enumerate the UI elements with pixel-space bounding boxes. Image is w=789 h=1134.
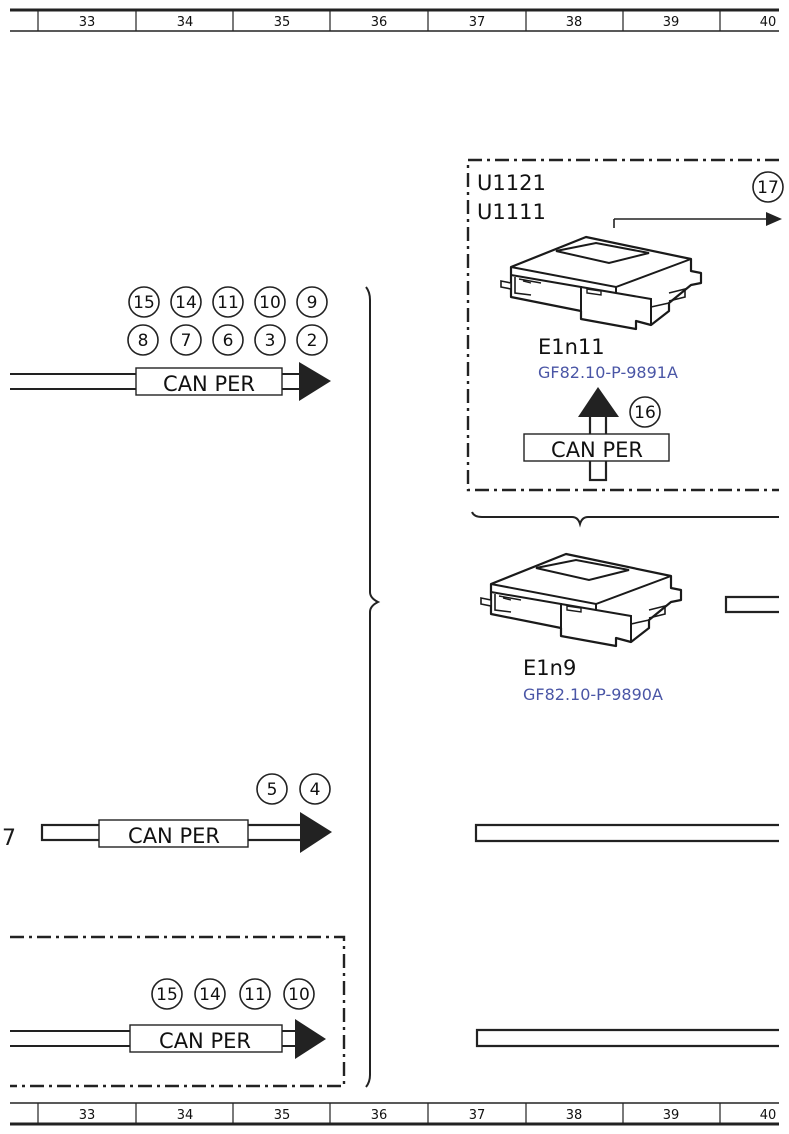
can-bus-label-bottom: CAN PER bbox=[159, 1029, 251, 1053]
device-ref-e1n11[interactable]: GF82.10-P-9891A bbox=[538, 363, 678, 382]
can-bus-label-mid: CAN PER bbox=[128, 824, 220, 848]
top-ruler-label-39: 39 bbox=[663, 15, 680, 30]
pin-label: 16 bbox=[634, 403, 656, 423]
bottom-ruler-label-39: 39 bbox=[663, 1108, 680, 1123]
mid-connector-pins: 5 4 bbox=[256, 773, 331, 805]
connector-16: 16 bbox=[629, 396, 661, 428]
pin-label: 15 bbox=[156, 985, 178, 1005]
can-bus-label-right: CAN PER bbox=[551, 438, 643, 462]
pin-label: 9 bbox=[307, 293, 318, 313]
pin-label: 5 bbox=[267, 780, 278, 800]
bottom-ruler-label-34: 34 bbox=[177, 1108, 194, 1123]
top-ruler-label-40: 40 bbox=[760, 15, 777, 30]
device-ref-e1n9[interactable]: GF82.10-P-9890A bbox=[523, 685, 663, 704]
bottom-ruler: 33 34 35 36 37 38 39 40 bbox=[10, 1102, 779, 1126]
top-ruler-label-38: 38 bbox=[566, 15, 583, 30]
device-name-e1n11: E1n11 bbox=[538, 335, 605, 359]
pin-label: 11 bbox=[244, 985, 266, 1005]
bottom-ruler-label-33: 33 bbox=[79, 1108, 96, 1123]
can-bus-arrow-bottom: CAN PER bbox=[10, 1019, 326, 1059]
bottom-ruler-label-35: 35 bbox=[274, 1108, 291, 1123]
pin-label: 17 bbox=[757, 178, 779, 198]
pin-label: 2 bbox=[307, 331, 318, 351]
pin-label: 14 bbox=[199, 985, 221, 1005]
can-bus-arrow-right: CAN PER bbox=[523, 387, 670, 482]
top-ruler-label-36: 36 bbox=[371, 15, 388, 30]
connector-17: 17 bbox=[752, 171, 784, 203]
device-name-e1n9: E1n9 bbox=[523, 656, 576, 680]
pin-label: 3 bbox=[265, 331, 276, 351]
edge-fragment-text: 7 bbox=[2, 826, 16, 851]
pin-label: 14 bbox=[175, 293, 197, 313]
module-label-u1121: U1121 bbox=[477, 171, 546, 195]
bottom-ruler-label-37: 37 bbox=[469, 1108, 486, 1123]
wire-stub-right-2 bbox=[474, 823, 779, 843]
bottom-ruler-label-38: 38 bbox=[566, 1108, 583, 1123]
top-ruler-label-34: 34 bbox=[177, 15, 194, 30]
wire-stub-right-1 bbox=[724, 595, 779, 614]
top-ruler-label-37: 37 bbox=[469, 15, 486, 30]
bottom-ruler-label-40: 40 bbox=[760, 1108, 777, 1123]
can-bus-arrow-mid: CAN PER bbox=[40, 812, 332, 853]
pin-label: 8 bbox=[138, 331, 149, 351]
horizontal-brace bbox=[471, 511, 779, 528]
wire-to-17 bbox=[613, 212, 782, 228]
pin-label: 10 bbox=[288, 985, 310, 1005]
module-label-u1111: U1111 bbox=[477, 200, 546, 224]
can-bus-label-top: CAN PER bbox=[163, 372, 255, 396]
control-module-e1n11 bbox=[499, 235, 703, 331]
pin-label: 7 bbox=[181, 331, 192, 351]
grouping-brace bbox=[365, 286, 381, 1088]
control-module-e1n9 bbox=[479, 552, 683, 648]
wire-stub-right-3 bbox=[475, 1028, 779, 1048]
right-module-boundary bbox=[466, 158, 779, 492]
bottom-ruler-label-36: 36 bbox=[371, 1108, 388, 1123]
top-connector-pins: 15 14 11 10 9 8 7 6 3 2 bbox=[127, 286, 328, 356]
pin-label: 10 bbox=[259, 293, 281, 313]
pin-label: 4 bbox=[310, 780, 321, 800]
top-ruler-label-35: 35 bbox=[274, 15, 291, 30]
pin-label: 6 bbox=[223, 331, 234, 351]
can-bus-arrow-top: CAN PER bbox=[10, 362, 331, 401]
bottom-connector-pins: 15 14 11 10 bbox=[151, 978, 315, 1010]
top-ruler-label-33: 33 bbox=[79, 15, 96, 30]
pin-label: 15 bbox=[133, 293, 155, 313]
pin-label: 11 bbox=[217, 293, 239, 313]
bottom-module-boundary bbox=[10, 935, 346, 1088]
top-ruler: 33 34 35 36 37 38 39 40 bbox=[10, 8, 779, 32]
